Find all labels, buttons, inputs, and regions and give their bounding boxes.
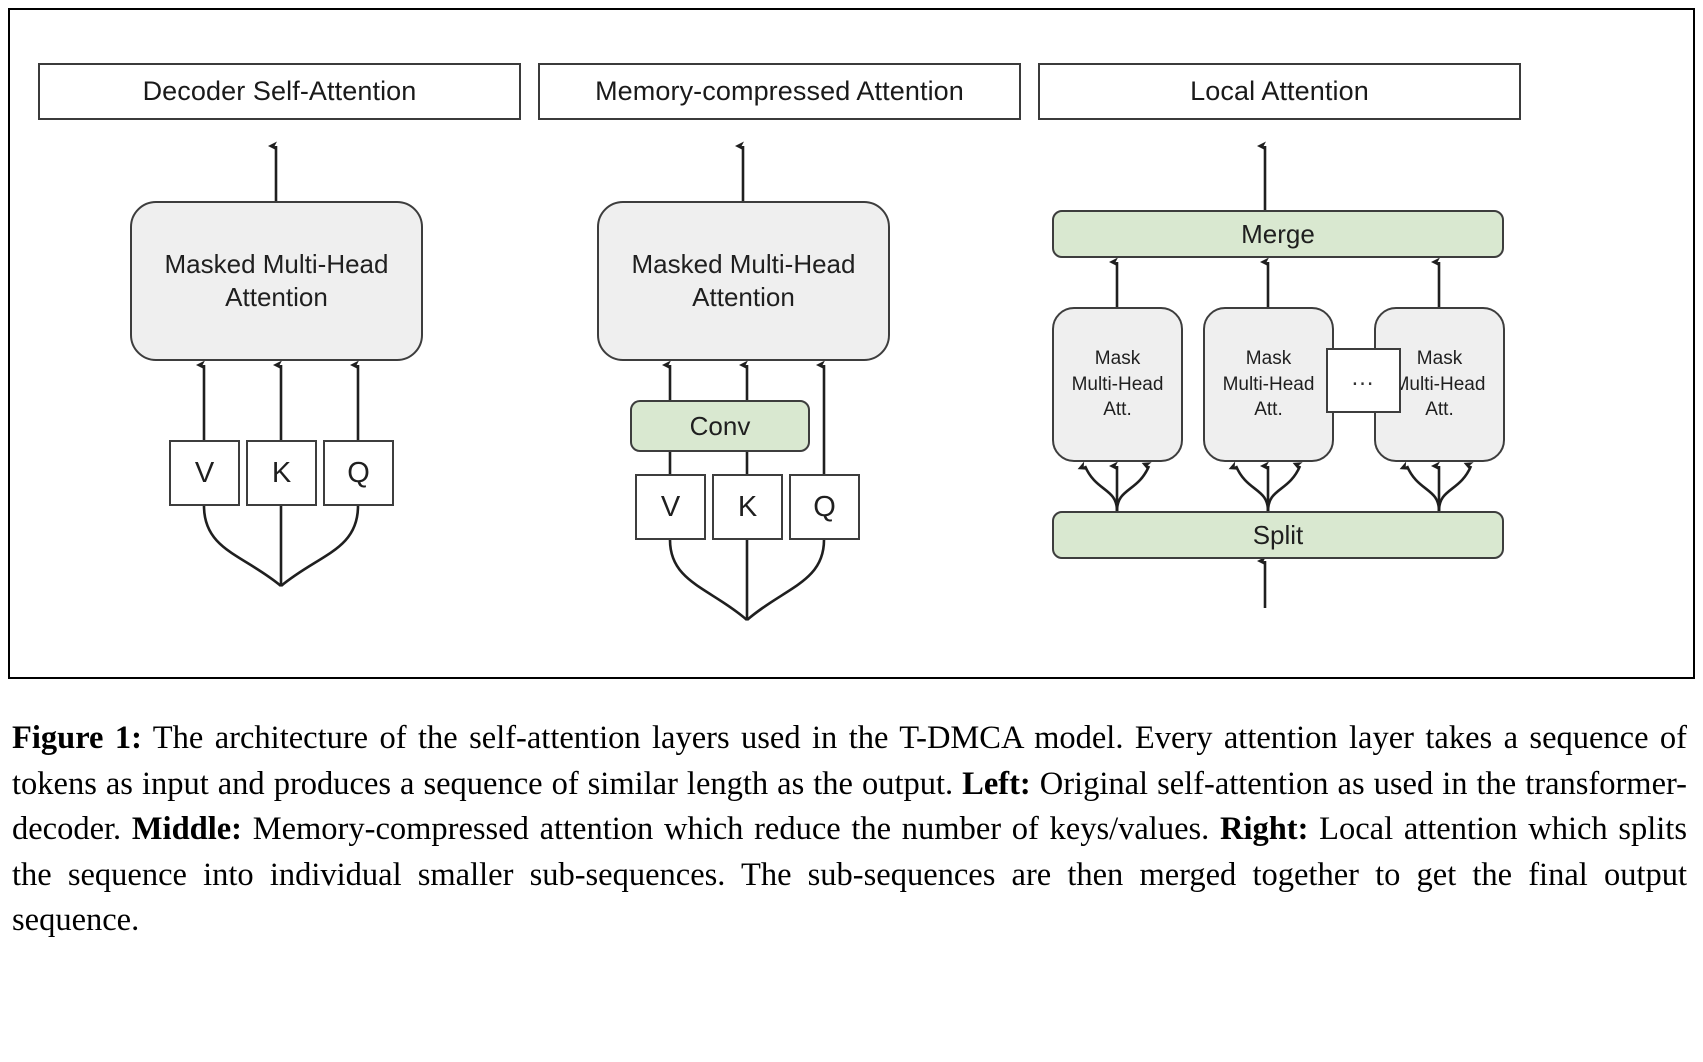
left-q-node: Q — [323, 440, 394, 506]
right-split-a1-left — [1077, 461, 1119, 512]
right-a3-label-line1: Mask — [1416, 348, 1463, 370]
right-split-a2-right — [1266, 462, 1303, 512]
right-split-a3-left — [1399, 461, 1441, 512]
middle-conv-node: Conv — [630, 400, 810, 452]
left-k-node: K — [246, 440, 317, 506]
middle-q-curve — [746, 539, 826, 621]
caption-text-1: The architecture of the self-attention l… — [12, 720, 1688, 802]
panel-header-decoder-self-attention: Decoder Self-Attention — [38, 63, 521, 120]
middle-attention-label-line2: Attention — [692, 282, 795, 312]
right-split-a1-right — [1115, 462, 1152, 512]
right-a2-label-line1: Mask — [1245, 348, 1292, 370]
right-attention-block-2: Mask Multi-Head Att. — [1203, 307, 1334, 462]
right-split-a3-right — [1437, 462, 1474, 512]
panel-header-local-attention: Local Attention — [1038, 63, 1521, 120]
right-ellipsis-node: … — [1326, 348, 1401, 413]
caption-bold-left: Left: — [962, 765, 1031, 802]
figure-frame: Decoder Self-Attention Memory-compressed… — [8, 8, 1695, 679]
figure-caption: Figure 1: The architecture of the self-a… — [12, 716, 1687, 944]
caption-text-4: Local attention which splits the sequenc… — [12, 811, 1687, 938]
middle-q-node: Q — [789, 474, 860, 540]
right-a1-label-line2: Multi-Head — [1071, 373, 1164, 395]
connector-layer — [196, 141, 1474, 621]
left-masked-multi-head-attention-node: Masked Multi-Head Attention — [130, 201, 423, 361]
middle-v-curve — [668, 539, 748, 621]
right-a1-label-line3: Att. — [1103, 399, 1132, 421]
caption-bold-middle: Middle: — [131, 811, 243, 847]
right-a3-label-line2: Multi-Head — [1393, 373, 1486, 395]
caption-text-3: Memory-compressed attention which reduce… — [242, 811, 1220, 847]
left-v-node: V — [169, 440, 240, 506]
left-attention-label-line2: Attention — [225, 282, 328, 312]
right-attention-block-1: Mask Multi-Head Att. — [1052, 307, 1183, 462]
middle-attention-label-line1: Masked Multi-Head — [631, 248, 856, 279]
caption-text-2: Original self-attention as used in the t… — [12, 765, 1687, 848]
right-split-a2-left — [1228, 461, 1270, 512]
middle-v-node: V — [635, 474, 706, 540]
right-a2-label-line2: Multi-Head — [1222, 373, 1315, 395]
caption-figure-label: Figure 1: — [12, 720, 142, 756]
left-attention-label-line1: Masked Multi-Head — [164, 248, 389, 279]
right-merge-node: Merge — [1052, 210, 1504, 258]
right-a1-label-line1: Mask — [1094, 348, 1141, 370]
right-a3-label-line3: Att. — [1425, 399, 1454, 421]
middle-masked-multi-head-attention-node: Masked Multi-Head Attention — [597, 201, 890, 361]
right-split-node: Split — [1052, 511, 1504, 559]
panel-header-memory-compressed-attention: Memory-compressed Attention — [538, 63, 1021, 120]
middle-k-node: K — [712, 474, 783, 540]
left-q-curve — [280, 505, 360, 587]
right-a2-label-line3: Att. — [1254, 399, 1283, 421]
left-v-curve — [202, 505, 282, 587]
caption-bold-right: Right: — [1219, 811, 1309, 847]
